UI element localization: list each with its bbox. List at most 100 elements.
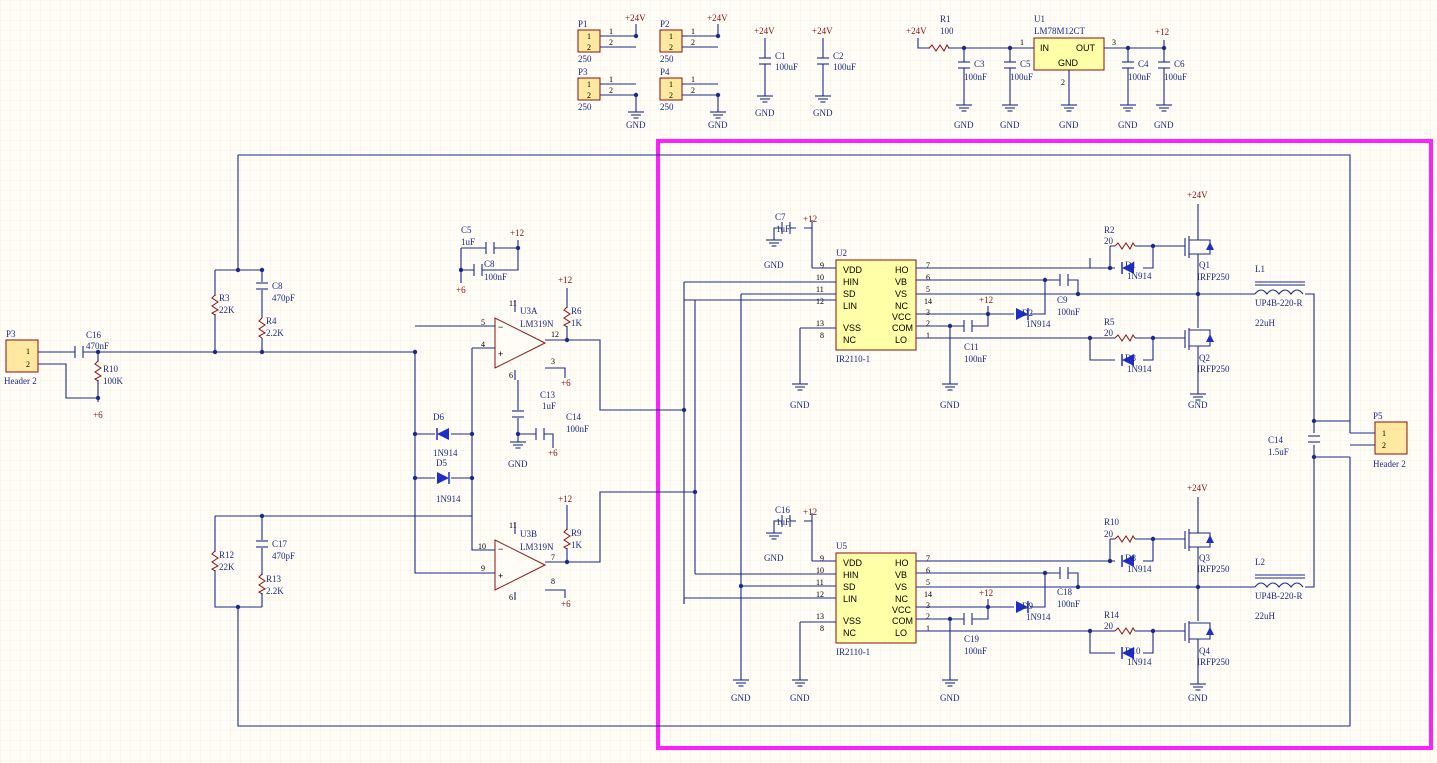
c6-value: 100uF: [1164, 72, 1187, 82]
r9-12v: +12: [558, 494, 572, 504]
c6-ref: C6: [1174, 59, 1185, 69]
u3b-pin9: 9: [481, 564, 485, 573]
u3b-pin10: 10: [478, 542, 486, 551]
r9-value: 1K: [571, 540, 583, 550]
u2-ho: HO: [895, 265, 909, 275]
r6-ref: R6: [571, 306, 582, 316]
c8a-value: 470pF: [272, 293, 295, 303]
u5-com: COM: [892, 616, 913, 626]
c1-ref: C1: [775, 51, 786, 61]
u2-p13: 13: [816, 319, 824, 328]
u2-p6: 6: [926, 273, 930, 282]
p3-header: [5, 339, 39, 373]
u2-vss: VSS: [843, 323, 861, 333]
d5-ref: D5: [436, 458, 447, 468]
comparator-section: − + U3A LM319N 5 4 12 3 6 11 +6 +12 R6 1…: [412, 225, 695, 609]
u3a-pin11: 11: [509, 299, 517, 308]
reg-gnd: GND: [1058, 58, 1079, 68]
driver-upper: U2 IR2110-1 VDD HIN SD LIN VSS NC HO VB …: [681, 190, 1230, 680]
svg-text:−: −: [498, 544, 503, 554]
reg-pin2: 2: [1061, 78, 1065, 87]
d1-ref: D1: [1125, 260, 1136, 270]
l1-value: 22uH: [1255, 318, 1276, 328]
regulator-body: [1033, 37, 1105, 71]
c2-24v: +24V: [812, 26, 833, 36]
u2-lin: LIN: [843, 301, 857, 311]
c7-gnd: GND: [764, 260, 784, 270]
q2-ref: Q2: [1199, 353, 1210, 363]
p1-ref: P1: [578, 19, 588, 29]
svg-text:+: +: [498, 349, 503, 359]
c5-ref: C5: [461, 225, 472, 235]
u2-sd: SD: [843, 289, 856, 299]
c13-value: 1uF: [542, 401, 556, 411]
p3-n2: 2: [609, 86, 613, 95]
p4-n2: 2: [691, 86, 695, 95]
u5-p11: 11: [816, 578, 824, 587]
u3a-pin4: 4: [481, 340, 485, 349]
bulk-caps: +24V +24V C1 100uF C2 100uF GND GND: [754, 26, 856, 118]
u2-vss-gnd: GND: [790, 400, 810, 410]
u3b-pin11: 11: [509, 521, 517, 530]
c8a-ref: C8: [272, 281, 283, 291]
c19-ref: C19: [964, 634, 980, 644]
sd-gnd: GND: [731, 693, 751, 703]
p1-value: 250: [578, 54, 592, 64]
u2-body: [835, 259, 917, 351]
p4-pin2: 2: [669, 91, 673, 100]
c7-value: 1uF: [776, 224, 790, 234]
p3-pin1: 1: [587, 80, 591, 89]
q3-24v: +24V: [1187, 483, 1208, 493]
input-section: 1 2 P3 Header 2 C16 470nF R10 100K +6 R3…: [4, 154, 1351, 727]
q3-ref: Q3: [1199, 553, 1210, 563]
reg-out: OUT: [1076, 43, 1096, 53]
c11-value: 100nF: [964, 354, 987, 364]
d9-ref: D9: [1022, 601, 1033, 611]
u2-part: IR2110-1: [836, 354, 870, 364]
c19-value: 100nF: [964, 646, 987, 656]
r4-ref: R4: [266, 316, 277, 326]
l2-ref: L2: [1255, 557, 1265, 567]
d3-part: 1N914: [1127, 364, 1152, 374]
u5-p10: 10: [816, 566, 824, 575]
p2-24v: +24V: [707, 13, 728, 23]
c8-value: 100nF: [484, 272, 507, 282]
u2-vcc: VCC: [892, 312, 912, 322]
u2-p11: 11: [816, 285, 824, 294]
c3-gnd: GND: [954, 120, 974, 130]
u2-com: COM: [892, 323, 913, 333]
highlight-box: [656, 139, 1433, 750]
r10-value: 100K: [103, 376, 124, 386]
u1-ref: U1: [1034, 14, 1045, 24]
l1-ref: L1: [1255, 264, 1265, 274]
d2-12v: +12: [979, 295, 993, 305]
u2-vdd: VDD: [843, 265, 863, 275]
r10b-ref: R10: [1104, 517, 1120, 527]
reg-pin3: 3: [1112, 38, 1116, 47]
p1-n1: 1: [609, 27, 613, 36]
p3h-pin2: 2: [26, 360, 30, 369]
c2-gnd: GND: [813, 108, 833, 118]
u5-p8: 8: [820, 624, 824, 633]
c5-6v: +6: [456, 285, 466, 295]
c9-value: 100nF: [1057, 307, 1080, 317]
r5-value: 20: [1104, 328, 1114, 338]
r14-ref: R14: [1104, 610, 1120, 620]
u2-p2: 2: [926, 319, 930, 328]
u2-nc-r: NC: [895, 301, 908, 311]
driver-lower: U5 IR2110-1 VDD HIN SD LIN VSS NC HO VB …: [683, 483, 1230, 703]
svg-text:−: −: [498, 322, 503, 332]
u5-vdd: VDD: [843, 558, 863, 568]
q1-part: IRFP250: [1197, 272, 1230, 282]
u2-p8: 8: [820, 331, 824, 340]
u5-p2: 2: [926, 612, 930, 621]
p2-pin1: 1: [669, 32, 673, 41]
c6-gnd: GND: [1154, 120, 1174, 130]
c5t-value: 100uF: [1010, 72, 1033, 82]
u5-p1: 1: [926, 624, 930, 633]
c1-24v: +24V: [754, 26, 775, 36]
r1-ref: R1: [940, 14, 951, 24]
p5-pin2: 2: [1382, 441, 1386, 450]
r5-ref: R5: [1104, 317, 1115, 327]
p2-ref: P2: [660, 19, 670, 29]
